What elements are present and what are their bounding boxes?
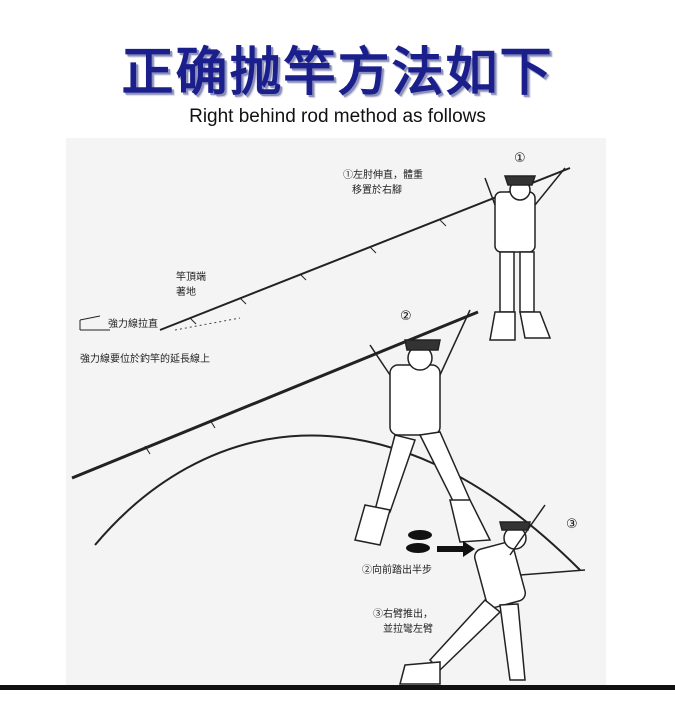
line-position-label: 強力線要位於釣竿的延長線上	[80, 352, 210, 365]
page-title: 正确抛竿方法如下	[121, 43, 554, 103]
step-number-1: ①	[514, 151, 526, 166]
step-1-note-line1: ①左肘伸直，體重	[343, 168, 423, 181]
rod-step-3	[94, 434, 581, 571]
figure-step-3	[399, 504, 586, 685]
step-1-note-line2: 移置於右腳	[352, 183, 402, 196]
figure-step-1	[484, 167, 566, 341]
touch-ground-label: 著地	[176, 285, 196, 298]
line-straight-label: 強力線拉直	[108, 317, 158, 330]
figure-step-2	[354, 309, 492, 546]
step-forward-label: ②向前踏出半步	[362, 563, 432, 576]
bottom-divider	[0, 685, 675, 690]
rod-tip-label: 竿頂端	[176, 270, 206, 283]
page-subtitle: Right behind rod method as follows	[189, 106, 486, 127]
step-number-2: ②	[400, 309, 412, 324]
line-dotted	[174, 317, 241, 331]
right-arm-label-line1: ③右臂推出，	[373, 607, 433, 620]
step-number-3: ③	[566, 517, 578, 532]
right-arm-label-line2: 並拉彎左臂	[383, 622, 433, 635]
